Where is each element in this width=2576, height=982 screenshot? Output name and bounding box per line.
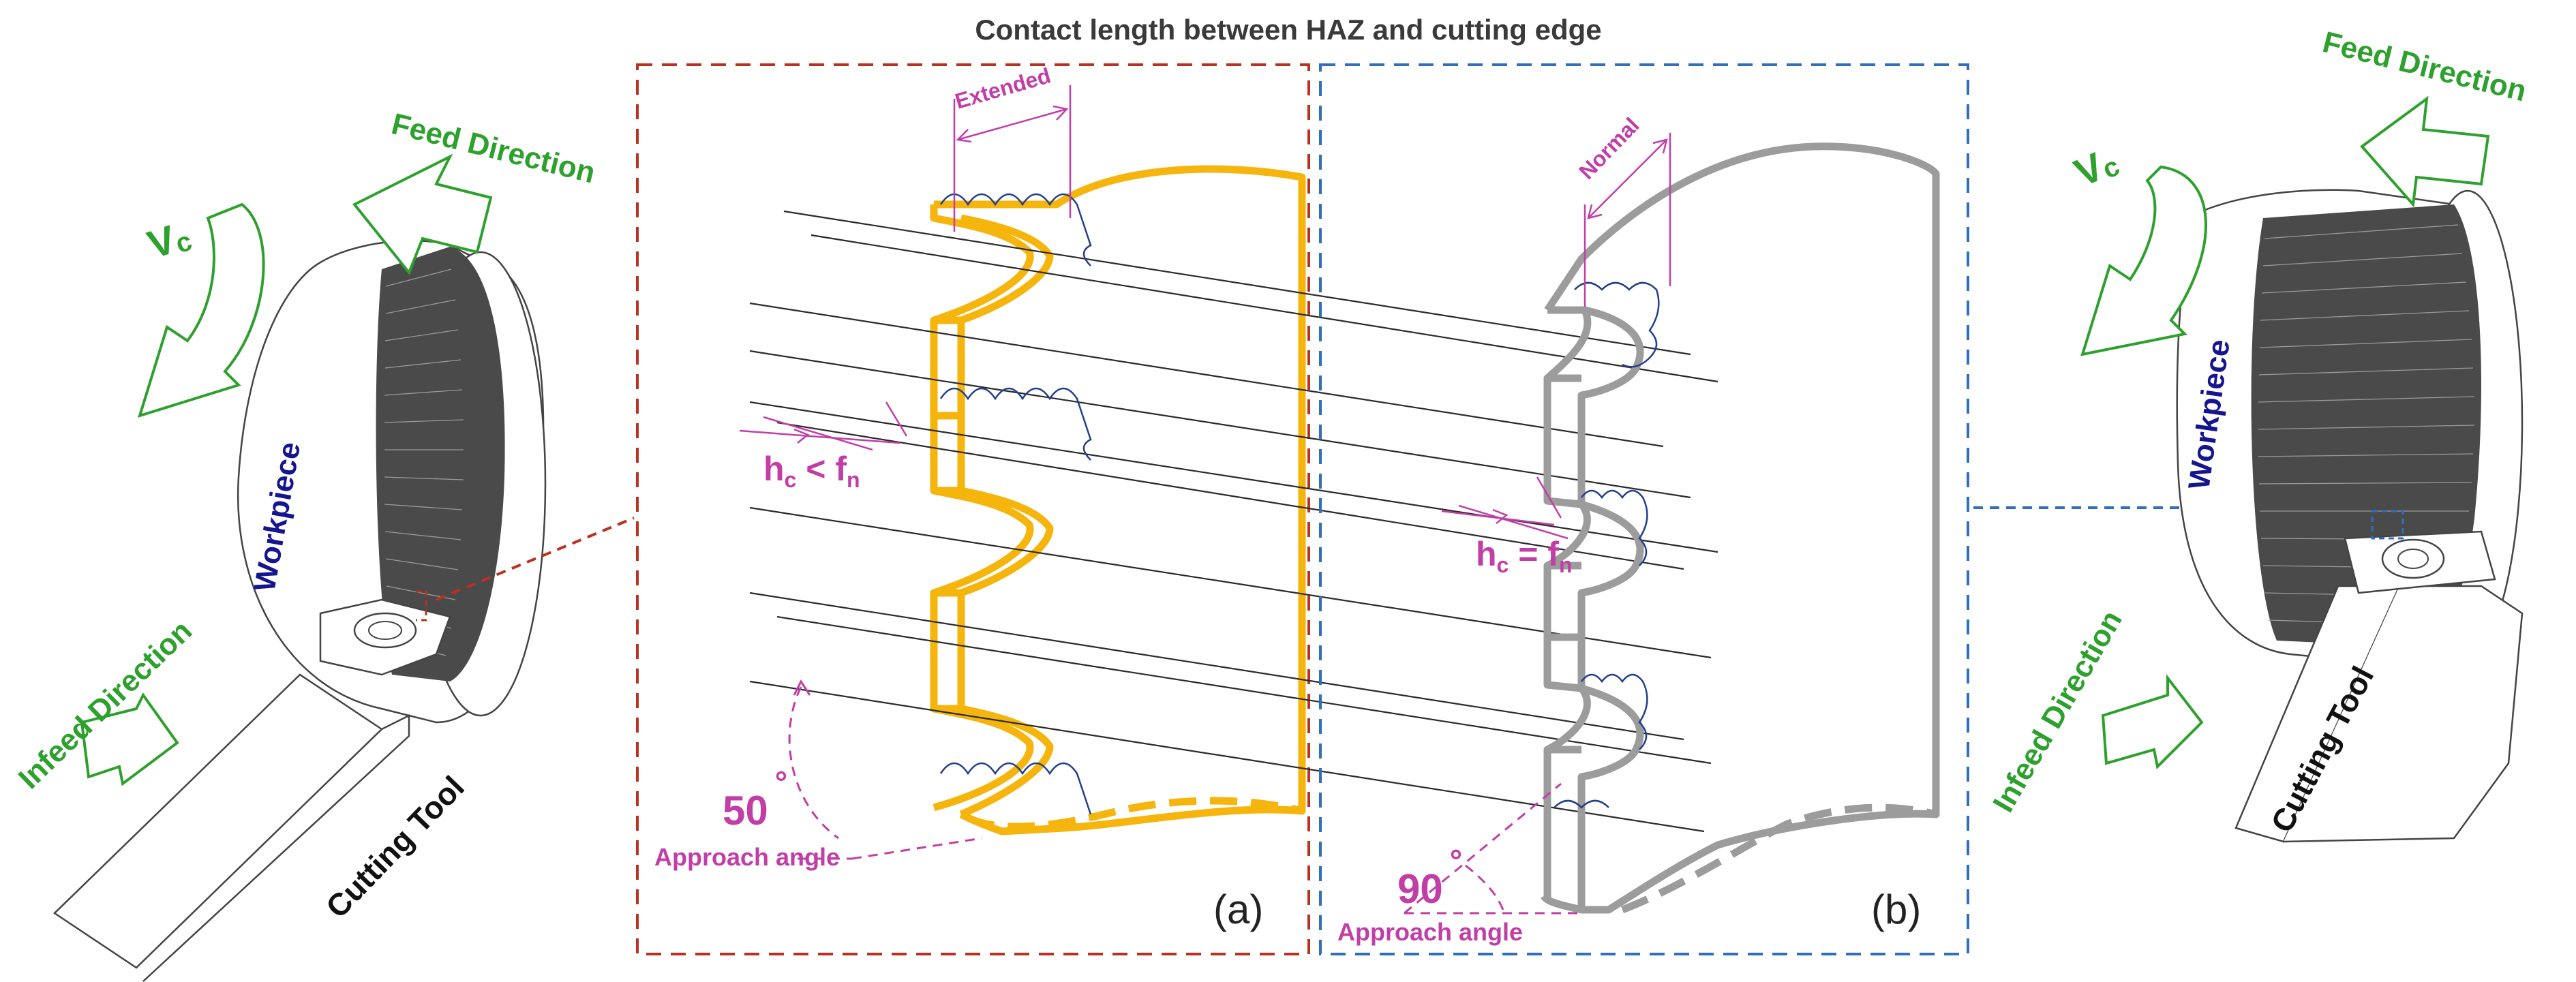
left-feed-arrow: Feed Direction (352, 107, 598, 275)
left-workpiece: Workpiece (237, 239, 547, 724)
panel-a-angle-value: 50° (723, 765, 787, 833)
panel-a-hc-relation: hc < fn (763, 450, 860, 492)
panel-a-approach-arc (788, 686, 982, 860)
panel-a-extended-dimension (953, 85, 1072, 232)
left-cutting-tool-label: Cutting Tool (319, 769, 471, 924)
right-cutting-tool: Cutting Tool (2234, 510, 2524, 843)
left-scene: Workpiece Cutting Tool Feed Direction Vc… (12, 107, 635, 982)
panel-a-hc-dimension (739, 401, 908, 451)
left-vc-arrow: Vc (137, 202, 265, 418)
panel-a-cutting-edge (930, 165, 1306, 835)
panel-b-haz-waves (1554, 281, 1660, 809)
panel-b-tag: (b) (1871, 887, 1921, 932)
panel-b-angle-value: 90° (1397, 843, 1462, 912)
panel-a-angle-caption: Approach angle (654, 843, 840, 871)
left-vc-label: Vc (142, 213, 196, 268)
panel-b-approach-lines (1404, 782, 1581, 915)
left-infeed-arrow: Infeed Direction (12, 614, 198, 795)
right-feed-arrow: Feed Direction (2320, 25, 2530, 208)
panel-b: Normal hc = fn 90° Approach angle (b) (1319, 63, 1969, 955)
panel-a-contact-label: Extended (952, 63, 1053, 113)
figure-title: Contact length between HAZ and cutting e… (975, 14, 1601, 46)
panel-b-cutting-edge (1541, 142, 1940, 914)
panel-b-frame (1319, 63, 1969, 955)
right-feed-direction-label: Feed Direction (2320, 25, 2530, 108)
left-callout-line (436, 517, 635, 601)
right-vc-label: Vc (2068, 138, 2124, 196)
panel-b-normal-dimension (1584, 133, 1671, 307)
panel-a-hidden-edge (966, 797, 1303, 831)
right-infeed-arrow: Infeed Direction (1986, 605, 2204, 818)
right-scene: Workpiece Cutting Tool Feed Direction Vc… (1973, 25, 2530, 843)
panel-a-haz-waves (939, 193, 1092, 815)
right-infeed-direction-label: Infeed Direction (1986, 605, 2129, 818)
left-cutting-tool: Cutting Tool (53, 590, 471, 982)
panel-b-hc-dimension (1441, 476, 1569, 540)
panel-b-angle-caption: Approach angle (1337, 918, 1523, 946)
panel-b-hidden-edge (1621, 803, 1937, 914)
panel-a-surface-lines (749, 210, 1718, 833)
panel-a-frame (636, 63, 1310, 955)
panel-a-approach-arrow (793, 679, 811, 696)
panel-a-tag: (a) (1213, 887, 1263, 932)
panel-b-hc-relation: hc = fn (1476, 535, 1573, 577)
